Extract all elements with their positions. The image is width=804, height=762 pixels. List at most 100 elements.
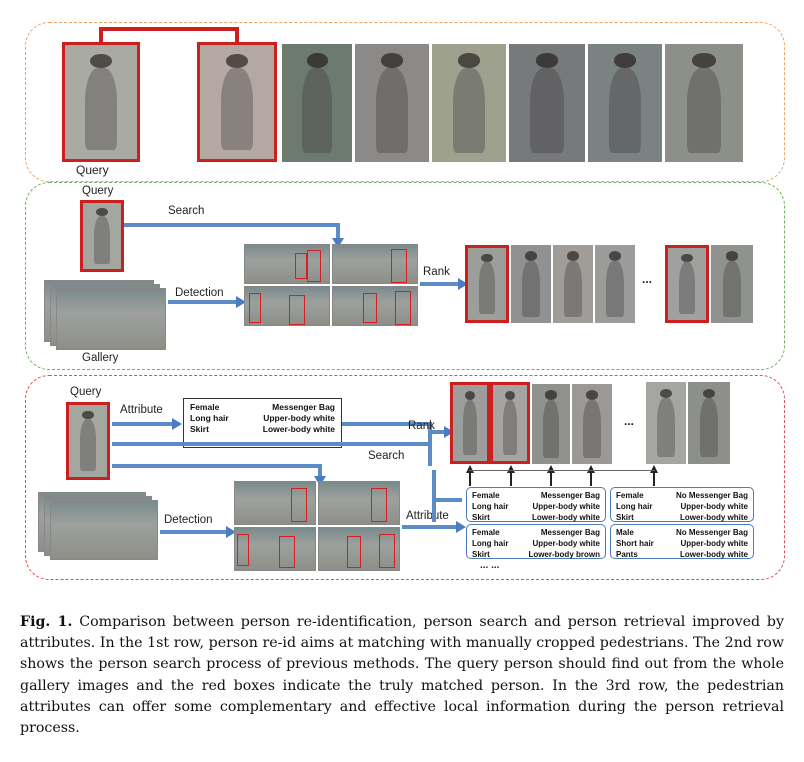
ranked-photo xyxy=(450,382,490,464)
caption-text: Comparison between person re-identificat… xyxy=(20,614,784,737)
ranked-photo xyxy=(595,245,635,323)
attribute-arrow-head xyxy=(172,418,182,430)
search-arrow xyxy=(112,464,322,468)
attribute-text: Male xyxy=(616,528,634,537)
ranked-photo xyxy=(688,382,730,464)
rank-arrow-head xyxy=(458,278,468,290)
query-to-rank-arrow xyxy=(342,422,432,426)
attribute-text: Upper-body white xyxy=(680,502,748,511)
ranked-photo xyxy=(711,245,753,323)
attribute-text: Pants xyxy=(616,550,638,559)
detection-photo xyxy=(244,244,330,284)
gallery-stack-photo xyxy=(50,500,158,560)
attribute-arrow xyxy=(402,525,456,529)
match-connector xyxy=(99,27,103,43)
query-to-rank-arrow xyxy=(428,422,432,446)
attribute-text: Skirt xyxy=(616,513,634,522)
gallery-photo xyxy=(432,44,506,162)
search-arrow xyxy=(124,223,339,227)
attribute-text: Long hair xyxy=(472,539,509,548)
rank-label: Rank xyxy=(423,266,450,278)
query-to-rank-arrow xyxy=(428,442,432,466)
query-label: Query xyxy=(76,163,109,177)
attribute-text: Female xyxy=(472,491,500,500)
attribute-text: Lower-body white xyxy=(680,550,748,559)
ranked-photo xyxy=(511,245,551,323)
detection-arrow-head xyxy=(226,526,236,538)
rank-arrow xyxy=(420,282,458,286)
attribute-text: Messenger Bag xyxy=(540,528,600,537)
attribute-text: Upper-body white xyxy=(263,413,335,423)
detection-label: Detection xyxy=(164,514,213,526)
attribute-arrow xyxy=(112,422,172,426)
attribute-text: Messenger Bag xyxy=(272,402,335,412)
ranked-photo xyxy=(465,245,509,323)
ranked-photo xyxy=(646,382,686,464)
detection-photo xyxy=(318,481,400,525)
ellipsis: ... xyxy=(624,414,635,428)
gallery-photo xyxy=(588,44,662,162)
attribute-arrow-head xyxy=(456,521,466,533)
attribute-text: Lower-body white xyxy=(532,513,600,522)
score-arrow-head xyxy=(547,465,555,473)
score-arrow-head xyxy=(466,465,474,473)
attribute-label: Attribute xyxy=(406,510,449,522)
gallery-photo xyxy=(355,44,429,162)
search-label: Search xyxy=(168,205,205,217)
attribute-text: Short hair xyxy=(616,539,654,548)
attribute-text: Upper-body white xyxy=(532,502,600,511)
attribute-text: No Messenger Bag xyxy=(675,528,748,537)
candidate-attribute-box: Male No Messenger Bag Short hair Upper-bod… xyxy=(610,524,754,559)
query-to-rank-arrow xyxy=(112,442,432,446)
match-connector xyxy=(235,27,239,43)
search-arrow xyxy=(318,464,322,478)
attribute-text: Lower-body white xyxy=(680,513,748,522)
match-connector xyxy=(99,27,239,31)
person-search-panel xyxy=(25,182,785,370)
attribute-text: Long hair xyxy=(472,502,509,511)
score-connector xyxy=(550,472,552,486)
candidate-attribute-box: Female Messenger Bag Long hair Upper-body … xyxy=(466,487,606,522)
attribute-text: Skirt xyxy=(472,550,490,559)
detection-label: Detection xyxy=(175,287,224,299)
score-connector xyxy=(510,472,512,486)
attribute-text: Long hair xyxy=(616,502,653,511)
attribute-text: Skirt xyxy=(472,513,490,522)
detection-photo xyxy=(318,527,400,571)
score-connector xyxy=(653,472,655,486)
gallery-photo xyxy=(665,44,743,162)
query-to-rank-arrow xyxy=(428,430,446,434)
attribute-text: Upper-body white xyxy=(680,539,748,548)
attribute-to-rank-arrow xyxy=(432,470,436,522)
search-arrow-head xyxy=(332,238,344,248)
ranked-photo xyxy=(665,245,709,323)
detection-photo xyxy=(234,481,316,525)
attribute-text: Lower-body white xyxy=(262,424,335,434)
detection-arrow-head xyxy=(236,296,246,308)
query-label: Query xyxy=(82,185,114,197)
detection-photo xyxy=(244,286,330,326)
attribute-text: Messenger Bag xyxy=(540,491,600,500)
attribute-text: Female xyxy=(472,528,500,537)
detection-arrow xyxy=(168,300,236,304)
score-connector xyxy=(469,470,655,471)
detection-photo xyxy=(332,286,418,326)
query-photo xyxy=(66,402,110,480)
ranked-photo xyxy=(532,384,570,464)
rank-arrow-head xyxy=(444,426,454,438)
attribute-text: Female xyxy=(190,402,220,412)
detection-photo xyxy=(332,244,418,284)
gallery-stack-photo xyxy=(56,288,166,350)
gallery-label: Gallery xyxy=(82,352,119,364)
detection-photo xyxy=(234,527,316,571)
score-connector xyxy=(590,472,592,486)
search-label: Search xyxy=(368,450,405,462)
attribute-text: Skirt xyxy=(190,424,209,434)
ellipsis: ... ... xyxy=(480,560,500,571)
score-arrow-head xyxy=(587,465,595,473)
attribute-retrieval-panel xyxy=(25,375,785,580)
ranked-photo xyxy=(490,382,530,464)
matched-photo xyxy=(197,42,277,162)
